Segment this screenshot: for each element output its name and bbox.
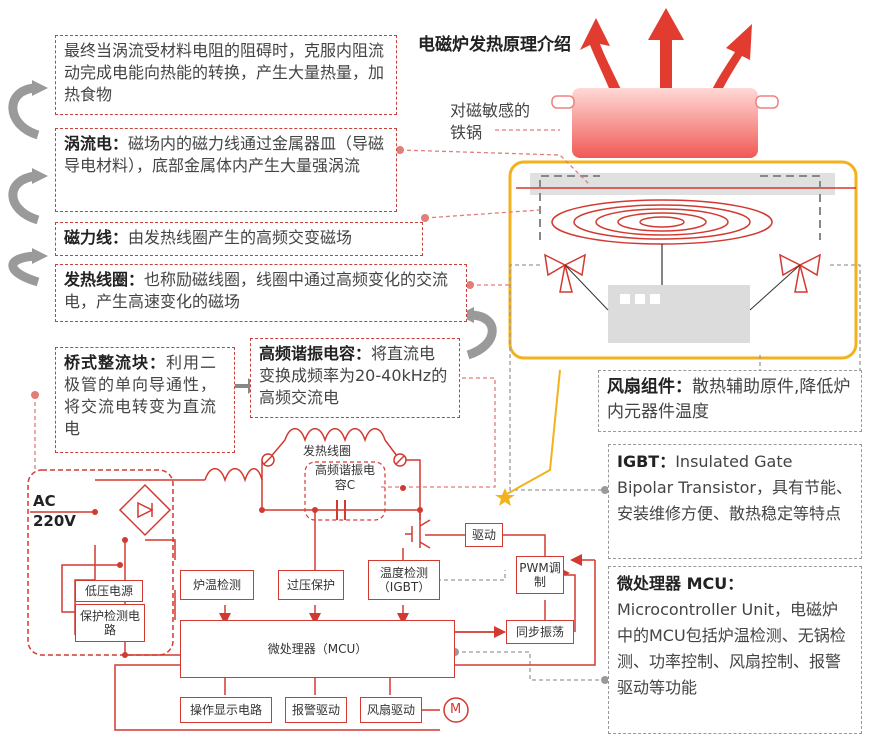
- mcu-box: 微处理器 MCU： Microcontroller Unit，电磁炉中的MCU包括…: [608, 566, 862, 734]
- fan-box: 风扇组件：散热辅助原件,降低炉内元器件温度: [598, 370, 862, 432]
- mcu-text: Microcontroller Unit，电磁炉中的MCU包括炉温检测、无锅检测…: [617, 600, 846, 697]
- eddy-current-box: 涡流电：磁场内的磁力线通过金属器皿（导磁导电材料），底部金属体内产生大量强涡流: [55, 128, 397, 212]
- connector-lines: [34, 129, 591, 488]
- pan-label: 对磁敏感的铁锅: [450, 101, 531, 142]
- cap-text: 将直流电变换成频率为20-40kHz的高频交流电: [259, 344, 448, 407]
- overvoltage-box: 过压保护: [278, 570, 344, 600]
- capacitor-box: 高频谐振电容：将直流电变换成频率为20-40kHz的高频交流电: [250, 338, 460, 418]
- sync-box: 同步振荡: [506, 620, 574, 644]
- motor-label: M: [450, 702, 462, 717]
- pan: [551, 88, 779, 158]
- protect-text: 保护检测电路: [79, 609, 140, 637]
- bridge-rectifier: [118, 483, 172, 537]
- driver-text: 驱动: [471, 528, 496, 542]
- coil-text: 也称励磁线圈，线圈中通过高频变化的交流电，产生高速变化的磁场: [64, 270, 449, 311]
- igbt-box: IGBT：Insulated Gate Bipolar Transistor，具…: [608, 444, 862, 559]
- display-text: 操作显示电路: [189, 703, 262, 717]
- coil-title: 发热线圈：: [64, 270, 145, 289]
- cap-title: 高频谐振电容：: [259, 344, 372, 363]
- flux-title: 磁力线：: [64, 228, 129, 247]
- temp-igbt-box: 温度检测（IGBT）: [368, 560, 440, 600]
- rect-title: 桥式整流块：: [64, 353, 167, 372]
- igbt-title: IGBT：: [617, 452, 676, 471]
- rectifier-box: 桥式整流块：利用二极管的单向导通性，将交流电转变为直流电: [55, 347, 235, 453]
- protect-box: 保护检测电路: [75, 604, 145, 642]
- eddy-heat-box: 最终当涡流受材料电阻的阻碍时，克服内阻流动完成电能向热能的转换，产生大量热量，加…: [55, 35, 397, 115]
- mcu-title: 微处理器 MCU：: [617, 574, 744, 593]
- ac-label: AC: [33, 492, 56, 510]
- coil-label: 发热线圈: [303, 444, 352, 458]
- fan-drive-box: 风扇驱动: [360, 697, 422, 723]
- pwm-text: PWM调制: [519, 561, 561, 589]
- fan-drive-text: 风扇驱动: [366, 703, 415, 717]
- mcu-block: 微处理器（MCU）: [180, 620, 455, 678]
- eddy-heat-text: 最终当涡流受材料电阻的阻碍时，克服内阻流动完成电能向热能的转换，产生大量热量，加…: [64, 41, 385, 104]
- igbt-text: Insulated Gate Bipolar Transistor，具有节能、安…: [617, 452, 852, 523]
- rect-text: 利用二极管的单向导通性，将交流电转变为直流电: [64, 353, 218, 438]
- flux-box: 磁力线：由发热线圈产生的高频交变磁场: [55, 222, 423, 256]
- eddy-title: 涡流电：: [64, 134, 129, 153]
- temp-igbt-text: 温度检测（IGBT）: [377, 566, 431, 594]
- alarm-box: 报警驱动: [285, 697, 347, 723]
- cap-label: 高频谐振电容C: [314, 463, 375, 492]
- flow-arrows: [8, 83, 497, 360]
- sync-text: 同步振荡: [515, 625, 564, 639]
- driver-box: 驱动: [465, 523, 503, 547]
- furnace-temp-text: 炉温检测: [192, 578, 241, 592]
- low-voltage-box: 低压电源: [75, 580, 143, 602]
- fan-text: 散热辅助原件,降低炉内元器件温度: [607, 377, 851, 422]
- cooker-body: [508, 160, 858, 360]
- eddy-text: 磁场内的磁力线通过金属器皿（导磁导电材料），底部金属体内产生大量强涡流: [64, 134, 385, 175]
- pwm-box: PWM调制: [516, 556, 564, 594]
- low-voltage-text: 低压电源: [84, 584, 133, 598]
- furnace-temp-box: 炉温检测: [180, 570, 254, 600]
- mcu-block-text: 微处理器（MCU）: [267, 642, 368, 656]
- flux-text: 由发热线圈产生的高频交变磁场: [128, 228, 353, 247]
- display-box: 操作显示电路: [180, 697, 272, 723]
- coil-box: 发热线圈：也称励磁线圈，线圈中通过高频变化的交流电，产生高速变化的磁场: [55, 264, 467, 322]
- fan-title: 风扇组件：: [607, 377, 692, 397]
- alarm-text: 报警驱动: [291, 703, 340, 717]
- overvoltage-text: 过压保护: [286, 578, 335, 592]
- voltage-label: 220V: [33, 512, 76, 530]
- page-title: 电磁炉发热原理介绍: [418, 35, 571, 55]
